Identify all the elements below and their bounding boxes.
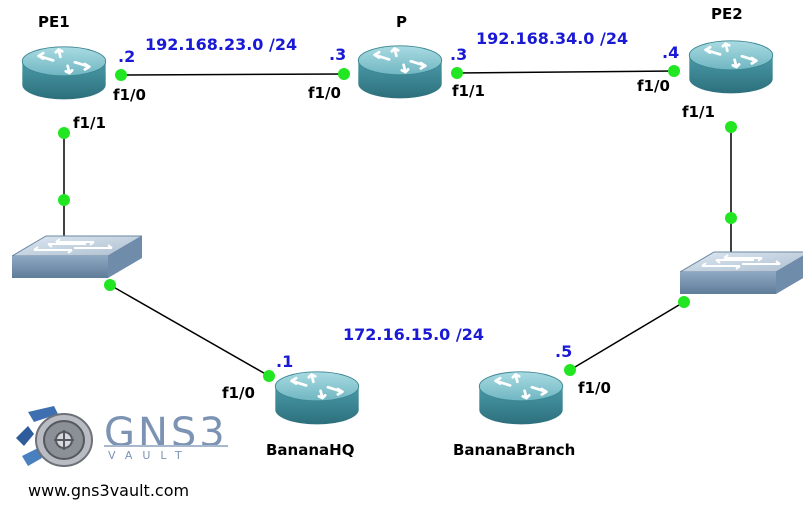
gns3-logo-text: GNS3: [104, 410, 228, 456]
device-name-p: P: [396, 13, 407, 31]
iface-hq-f10: f1/0: [222, 384, 255, 402]
device-name-bananabranch: BananaBranch: [453, 441, 576, 459]
port-dot: [104, 279, 116, 291]
website-url: www.gns3vault.com: [28, 481, 190, 500]
host-id-p-right: .3: [450, 45, 468, 64]
iface-pe1-f10: f1/0: [113, 86, 146, 104]
link-switch-branch: [569, 301, 685, 371]
host-id-pe1: .2: [118, 47, 136, 66]
host-id-pe2: .4: [662, 43, 680, 62]
switch-left-icon[interactable]: [12, 235, 142, 279]
host-id-p-left: .3: [329, 45, 347, 64]
device-name-pe1: PE1: [38, 13, 70, 31]
iface-branch-f10: f1/0: [578, 379, 611, 397]
router-pe2-icon[interactable]: [687, 39, 775, 95]
port-dot: [58, 194, 70, 206]
links: [63, 70, 732, 377]
port-dot: [725, 212, 737, 224]
host-id-hq: .1: [276, 352, 294, 371]
vault-logo-text: VAULT: [108, 449, 192, 462]
router-bananabranch-icon[interactable]: [477, 370, 565, 426]
switch-right-icon[interactable]: [680, 251, 803, 295]
port-dot: [725, 121, 737, 133]
port-dot: [115, 69, 127, 81]
iface-p-f11: f1/1: [452, 82, 485, 100]
network-label-pe1-p: 192.168.23.0 /24: [145, 35, 298, 54]
device-name-bananahq: BananaHQ: [266, 441, 355, 459]
port-dots: [58, 65, 737, 382]
device-name-pe2: PE2: [711, 5, 743, 23]
router-pe1-icon[interactable]: [20, 45, 108, 101]
router-bananahq-icon[interactable]: [273, 370, 361, 426]
iface-pe1-f11: f1/1: [73, 114, 106, 132]
port-dot: [678, 296, 690, 308]
network-label-customer: 172.16.15.0 /24: [343, 325, 484, 344]
port-dot: [263, 370, 275, 382]
logo-divider: [104, 445, 228, 447]
iface-pe2-f10: f1/0: [637, 77, 670, 95]
port-dot: [451, 67, 463, 79]
gns3-vault-logo-icon: [16, 406, 93, 467]
link-pe1-p: [120, 73, 345, 76]
port-dot: [668, 65, 680, 77]
iface-p-f10: f1/0: [308, 84, 341, 102]
router-p-icon[interactable]: [356, 44, 444, 100]
iface-pe2-f11: f1/1: [682, 103, 715, 121]
port-dot: [338, 68, 350, 80]
host-id-branch: .5: [555, 342, 573, 361]
link-switch-hq: [109, 284, 270, 377]
link-p-pe2: [456, 70, 675, 74]
port-dot: [564, 364, 576, 376]
port-dot: [58, 127, 70, 139]
network-label-p-pe2: 192.168.34.0 /24: [476, 29, 629, 48]
